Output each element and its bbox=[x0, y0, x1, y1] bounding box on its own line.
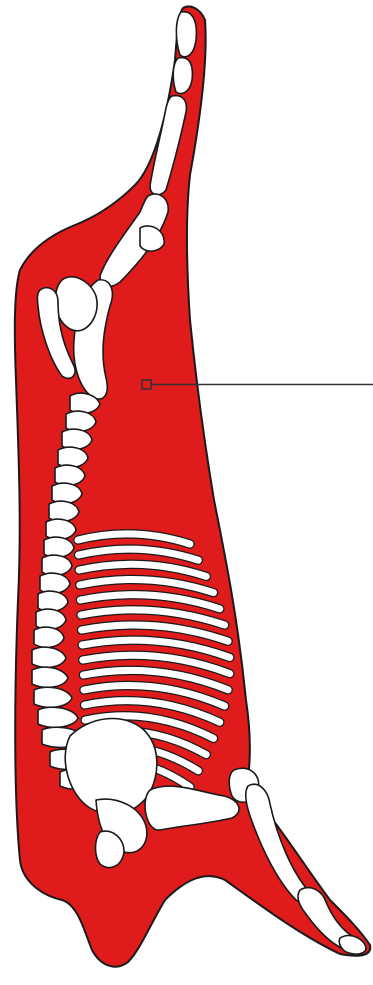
hoof-bone bbox=[176, 12, 196, 57]
pastern-bone bbox=[173, 58, 192, 94]
